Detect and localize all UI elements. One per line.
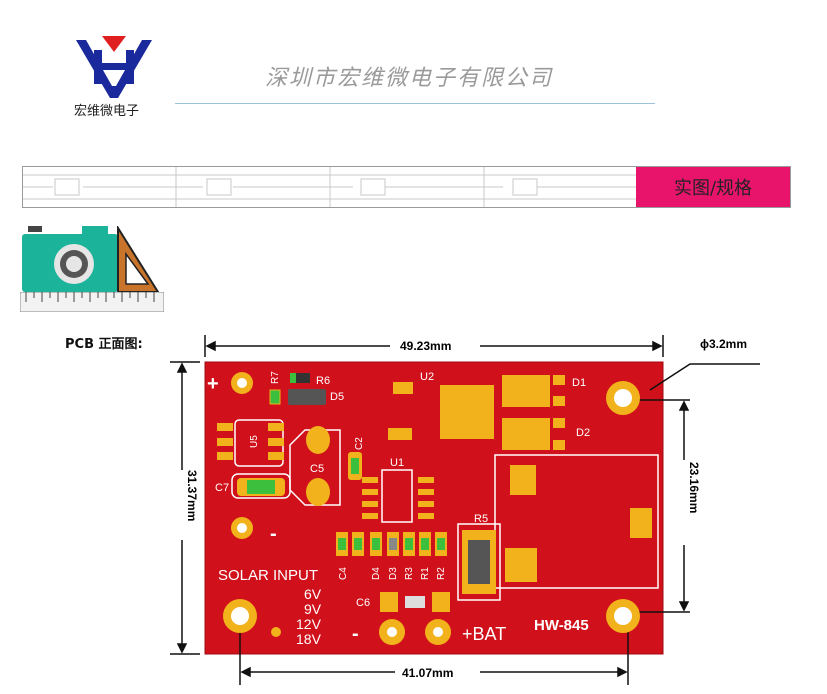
section-title: PCB 正面图: (65, 337, 143, 352)
silk-9v: 9V (304, 601, 322, 617)
dim-hole-vertical: 23.16mm (687, 462, 701, 513)
silk-d5: D5 (330, 391, 344, 403)
silk-u5: U5 (249, 435, 260, 448)
silk-r2: R2 (436, 567, 447, 580)
silk-d3: D3 (388, 567, 399, 580)
company-name: 深圳市宏维微电子有限公司 (265, 66, 554, 91)
silk-d4: D4 (371, 567, 382, 580)
header-divider (175, 103, 655, 104)
silk-u2: U2 (420, 371, 434, 383)
camera-icon (22, 226, 118, 292)
silk-c6: C6 (356, 597, 370, 609)
silk-c5: C5 (310, 463, 324, 475)
silk-model: HW-845 (534, 617, 589, 634)
silk-r1: R1 (420, 567, 431, 580)
mounting-holes (223, 381, 640, 633)
silk-18v: 18V (296, 631, 322, 647)
silk-bat-minus: - (352, 623, 359, 645)
silk-r7: R7 (270, 371, 281, 384)
silk-12v: 12V (296, 616, 322, 632)
dim-hole-horizontal: 41.07mm (402, 666, 453, 680)
dim-hole-diameter: ϕ3.2mm (700, 337, 747, 351)
company-logo (76, 36, 152, 98)
silk-d2: D2 (576, 427, 590, 439)
silk-r5: R5 (474, 513, 488, 525)
dim-width: 49.23mm (400, 339, 451, 353)
silk-d1: D1 (572, 377, 586, 389)
silk-plus: + (207, 373, 219, 395)
silk-c4: C4 (338, 567, 349, 580)
dim-height: 31.37mm (185, 470, 199, 521)
silk-r6: R6 (316, 375, 330, 387)
silk-u1: U1 (390, 457, 404, 469)
silk-solar-input: SOLAR INPUT (218, 567, 318, 584)
ruler-icon (20, 292, 164, 312)
silk-bat: +BAT (462, 624, 506, 644)
silk-minus: - (270, 523, 277, 545)
silk-c2: C2 (354, 437, 365, 450)
logo-caption: 宏维微电子 (74, 104, 140, 119)
silk-r3: R3 (404, 567, 415, 580)
section-banner: 实图/规格 (22, 166, 791, 208)
silk-6v: 6V (304, 586, 322, 602)
circuit-pattern (23, 167, 637, 207)
tab-photos-specs[interactable]: 实图/规格 (636, 167, 790, 207)
silk-c7: C7 (215, 482, 229, 494)
